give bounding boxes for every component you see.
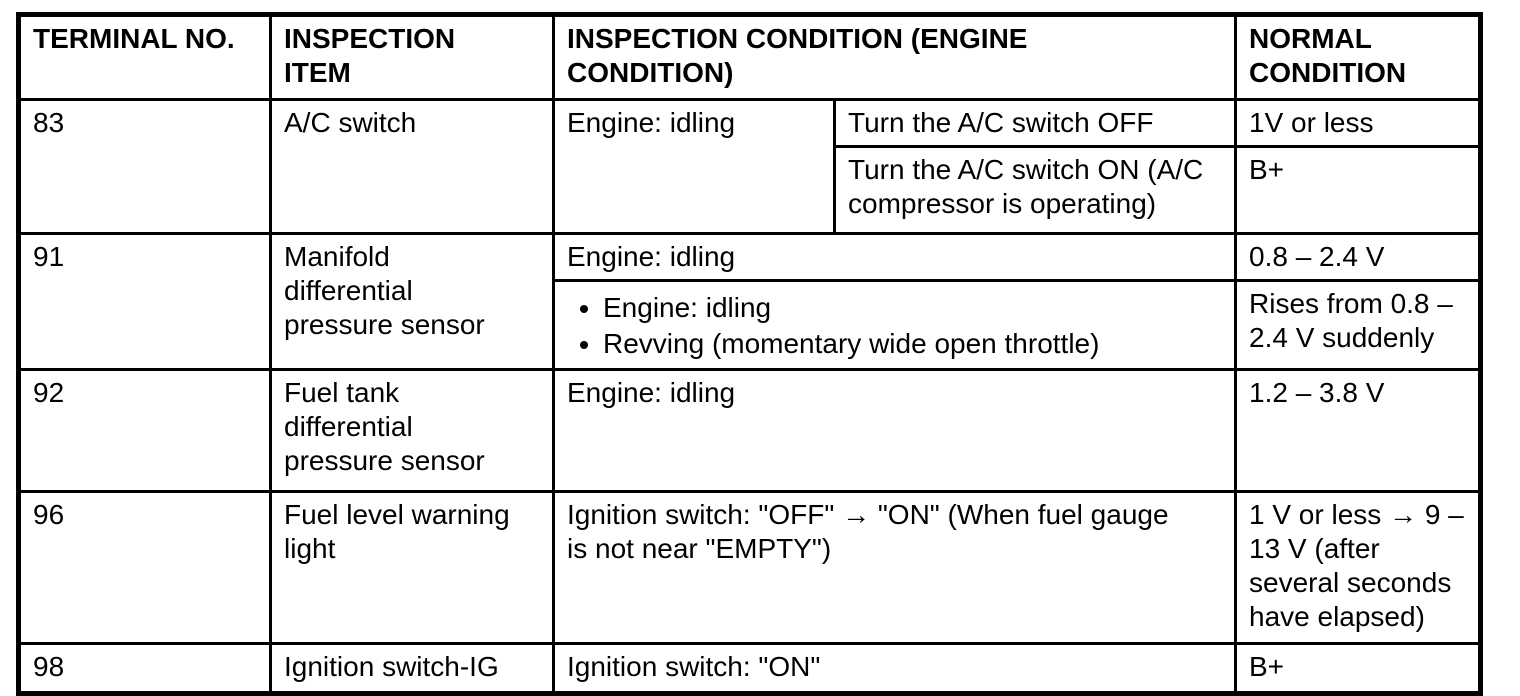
row-83-sub-on: Turn the A/C switch ON (A/C compressor i… [19, 145, 1482, 235]
cell-normal-91-revving-line: Rises from 0.8 – [1249, 288, 1453, 319]
condition-bullet-item: Revving (momentary wide open throttle) [603, 327, 1224, 361]
cell-terminal-96: 96 [17, 490, 272, 645]
cell-item-fuel-tank-sensor-line: pressure sensor [284, 445, 485, 476]
row-98: 98 Ignition switch-IG Ignition switch: "… [17, 642, 1482, 695]
cell-item-fuel-tank-sensor-line: differential [284, 411, 413, 442]
cell-terminal-98: 98 [17, 642, 272, 695]
cell-normal-91-revving: Rises from 0.8 – 2.4 V suddenly [1234, 279, 1482, 371]
cell-normal-96: 1 V or less → 9 – 13 V (after several se… [1234, 490, 1482, 645]
cell-normal-92: 1.2 – 3.8 V [1234, 368, 1482, 493]
cell-condition-83-ac-off: Turn the A/C switch OFF [833, 98, 1237, 148]
cell-condition-96: Ignition switch: "OFF" → "ON" (When fuel… [552, 490, 1237, 645]
cell-normal-96-line: several seconds [1249, 567, 1452, 598]
cell-condition-98: Ignition switch: "ON" [552, 642, 1237, 695]
row-96: 96 Fuel level warning light Ignition swi… [17, 490, 1482, 645]
cell-normal-91-idling: 0.8 – 2.4 V [1234, 232, 1482, 282]
row-91-sub-revving: Engine: idling Revving (momentary wide o… [19, 279, 1482, 371]
cell-terminal-92: 92 [17, 368, 272, 493]
row-91-sub-idling: 91 Manifold differential pressure sensor… [17, 232, 1482, 371]
cell-terminal-83: 83 [17, 98, 272, 235]
cell-item-fuel-level-light: Fuel level warning light [269, 490, 555, 645]
cell-item-fuel-level-light-line: Fuel level warning [284, 499, 510, 530]
row-83-sub-off: 83 A/C switch Engine: idling Turn the A/… [17, 98, 1482, 235]
cell-condition-83-ac-on-line: compressor is operating) [848, 188, 1157, 219]
header-normal-condition-line: NORMAL [1249, 23, 1372, 54]
cell-item-fuel-tank-sensor-line: Fuel tank [284, 377, 400, 408]
cell-condition-83-ac-on-line: Turn the A/C switch ON (A/C [848, 154, 1204, 185]
cell-normal-96-line: have elapsed) [1249, 601, 1425, 632]
condition-bullet-item: Engine: idling [603, 291, 1224, 325]
cell-condition-83-ac-on: Turn the A/C switch ON (A/C compressor i… [833, 145, 1237, 235]
cell-item-fuel-level-light-line: light [284, 533, 336, 564]
header-terminal-no: TERMINAL NO. [17, 13, 272, 101]
cell-condition-96-line: Ignition switch: "OFF" → "ON" (When fuel… [567, 499, 1169, 530]
cell-condition-96-line: is not near "EMPTY") [567, 533, 832, 564]
header-inspection-item-line: INSPECTION [284, 23, 456, 54]
cell-item-manifold-sensor-line: pressure sensor [284, 309, 485, 340]
header-inspection-item: INSPECTION ITEM [269, 13, 555, 101]
header-inspection-item-line: ITEM [284, 57, 351, 88]
cell-normal-96-line: 1 V or less → 9 – [1249, 499, 1464, 530]
header-inspection-condition-line: CONDITION) [567, 57, 734, 88]
header-normal-condition: NORMAL CONDITION [1234, 13, 1482, 101]
header-terminal-no-label: TERMINAL NO. [33, 23, 235, 54]
cell-item-manifold-sensor-line: differential [284, 275, 413, 306]
header-inspection-condition-line: INSPECTION CONDITION (ENGINE [567, 23, 1028, 54]
terminal-inspection-table: TERMINAL NO. INSPECTION ITEM INSPECTION … [16, 12, 1483, 696]
cell-normal-91-revving-line: 2.4 V suddenly [1249, 322, 1435, 353]
cell-item-ac-switch: A/C switch [269, 98, 555, 235]
cell-normal-83-off: 1V or less [1234, 98, 1482, 148]
cell-item-manifold-sensor: Manifold differential pressure sensor [269, 232, 555, 371]
cell-condition-92: Engine: idling [552, 368, 1237, 493]
cell-item-fuel-tank-sensor: Fuel tank differential pressure sensor [269, 368, 555, 493]
condition-bullet-list: Engine: idling Revving (momentary wide o… [567, 291, 1224, 361]
row-92: 92 Fuel tank differential pressure senso… [17, 368, 1482, 493]
cell-condition-83-engine-idling: Engine: idling [552, 98, 836, 235]
table-header-row: TERMINAL NO. INSPECTION ITEM INSPECTION … [17, 13, 1482, 101]
cell-condition-91-revving: Engine: idling Revving (momentary wide o… [552, 279, 1237, 371]
cell-condition-91-idling: Engine: idling [552, 232, 1237, 282]
header-normal-condition-line: CONDITION [1249, 57, 1407, 88]
header-inspection-condition: INSPECTION CONDITION (ENGINE CONDITION) [552, 13, 1237, 101]
cell-item-manifold-sensor-line: Manifold [284, 241, 390, 272]
cell-item-ignition-switch-ig: Ignition switch-IG [269, 642, 555, 695]
cell-normal-83-on: B+ [1234, 145, 1482, 235]
cell-normal-96-line: 13 V (after [1249, 533, 1380, 564]
cell-terminal-91: 91 [17, 232, 272, 371]
cell-normal-98: B+ [1234, 642, 1482, 695]
